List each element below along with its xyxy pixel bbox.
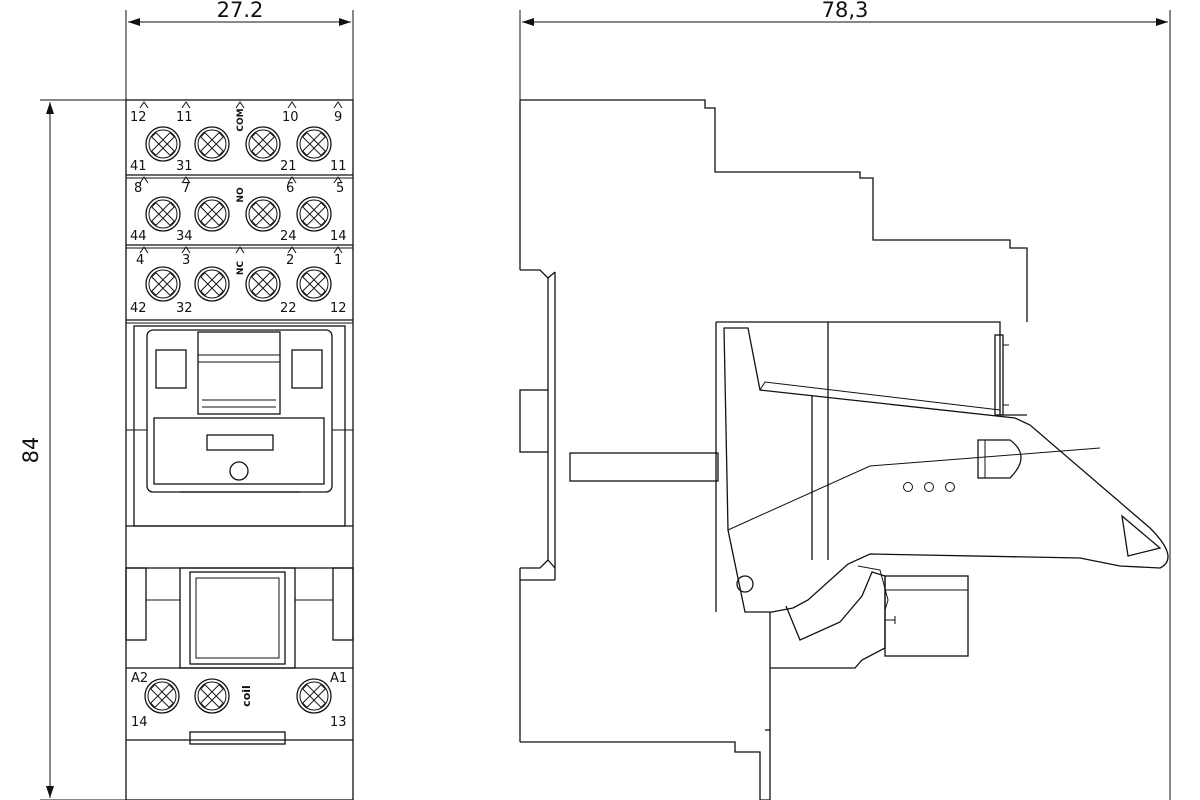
terminal-markers	[139, 101, 343, 254]
dimension-width-side: 78,3	[822, 0, 869, 22]
terminal-label: 11	[330, 159, 347, 174]
terminal-row-nc: 4 3 2 1 42 32 22 12 NC	[130, 253, 347, 316]
terminal-label: 21	[280, 159, 297, 174]
terminal-screw-icon	[145, 196, 181, 232]
terminal-screw-icon	[194, 196, 230, 232]
terminal-tag-no: NO	[236, 187, 246, 203]
terminal-screw-icon	[245, 126, 281, 162]
terminal-label: 5	[336, 181, 344, 196]
terminal-label: 1	[334, 253, 342, 268]
side-view	[519, 99, 1169, 800]
terminal-screw-icon	[245, 196, 281, 232]
terminal-screw-icon	[296, 678, 332, 714]
terminal-screw-icon	[194, 266, 230, 302]
coil-terminals: A2 14 A1 13 coil	[131, 671, 347, 730]
terminal-tag-nc: NC	[236, 261, 246, 276]
front-view	[125, 99, 354, 800]
terminal-screw-icon	[296, 266, 332, 302]
terminal-label: 6	[286, 181, 294, 196]
terminal-screw-icon	[296, 126, 332, 162]
terminal-tag-com: COM	[236, 108, 246, 131]
coil-label-a1: A1	[330, 671, 347, 686]
terminal-screw-icon	[194, 126, 230, 162]
terminal-screw-icon	[194, 678, 230, 714]
terminal-screw-icon	[296, 196, 332, 232]
terminal-label: 12	[130, 110, 147, 125]
terminal-label: 14	[330, 229, 347, 244]
dimension-width-front: 27.2	[217, 0, 264, 22]
terminal-label: 3	[182, 253, 190, 268]
terminal-label: 8	[134, 181, 142, 196]
dimension-lines	[40, 10, 1171, 800]
coil-tag: coil	[240, 685, 253, 707]
terminal-row-no: 8 7 6 5 44 34 24 14 NO	[130, 181, 347, 244]
terminal-label: 34	[176, 229, 193, 244]
terminal-label: 32	[176, 301, 193, 316]
terminal-label: 44	[130, 229, 147, 244]
terminal-screw-icon	[144, 678, 180, 714]
terminal-label: 11	[176, 110, 193, 125]
terminal-label: 24	[280, 229, 297, 244]
dimension-height: 84	[19, 437, 43, 464]
terminal-label: 10	[282, 110, 299, 125]
terminal-label: 7	[182, 181, 190, 196]
terminal-screw-icon	[245, 266, 281, 302]
terminal-row-com: 12 11 10 9 41 31 21 11 COM	[130, 108, 347, 174]
coil-label-14: 14	[131, 715, 148, 730]
terminal-label: 31	[176, 159, 193, 174]
terminal-label: 41	[130, 159, 147, 174]
coil-label-a2: A2	[131, 671, 148, 686]
terminal-label: 9	[334, 110, 342, 125]
terminal-label: 42	[130, 301, 147, 316]
terminal-screw-icon	[145, 126, 181, 162]
terminal-label: 4	[136, 253, 144, 268]
terminal-screw-icon	[145, 266, 181, 302]
terminal-label: 12	[330, 301, 347, 316]
coil-label-13: 13	[330, 715, 347, 730]
terminal-label: 22	[280, 301, 297, 316]
terminal-label: 2	[286, 253, 294, 268]
terminal-screws	[144, 126, 332, 714]
